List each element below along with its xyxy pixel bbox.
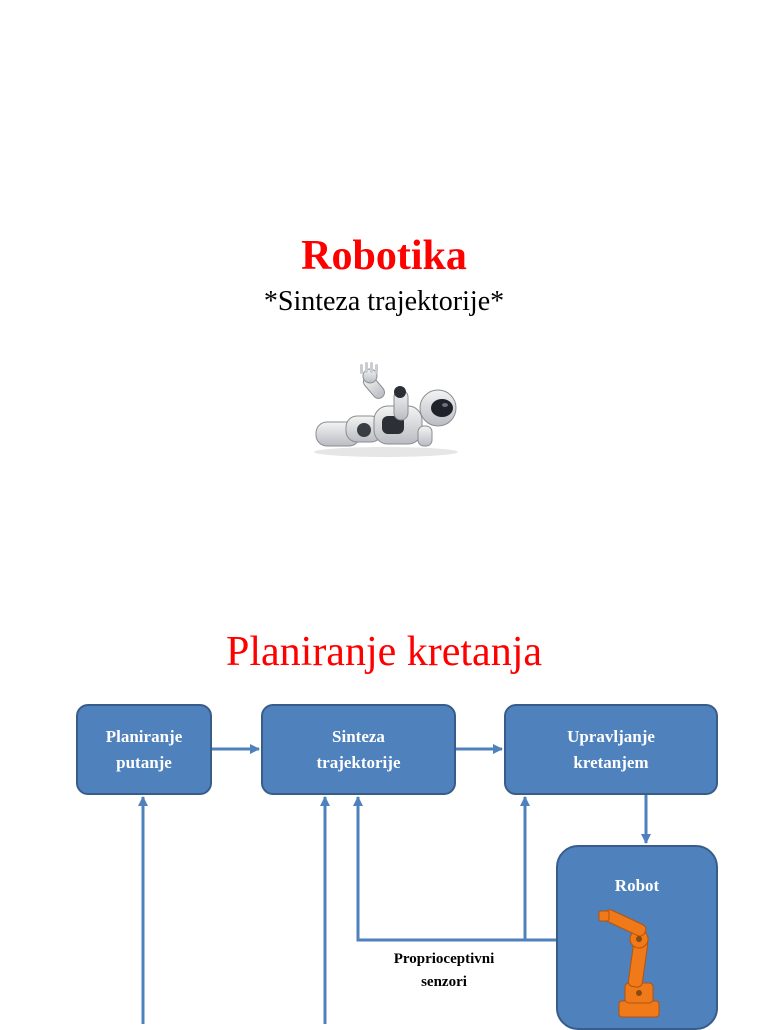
slide-subtitle: *Sinteza trajektorije* [263,286,505,317]
box-label-line: Upravljanje [567,726,655,746]
box-label-line: Robot [614,876,660,895]
proprioceptive-feedback-path [353,796,556,942]
upravljanje-kretanjem-box: Upravljanje kretanjem [504,704,718,795]
slide-title: Robotika [301,233,467,279]
sensor-label-line: Proprioceptivni [393,951,495,967]
industrial-robot-arm-icon [598,909,660,1018]
box-label-line: Planiranje [105,726,183,746]
reclining-robot-illustration [314,362,458,457]
planiranje-putanje-box: Planiranje putanje [76,704,212,795]
box-label-line: kretanjem [573,752,649,772]
proprioceptive-sensors-label: Proprioceptivni senzori [360,948,528,994]
box-label-line: Sinteza [332,726,385,746]
robot-box: Robot [556,845,718,1030]
slide-title-planiranje-kretanja: Planiranje kretanja [225,629,543,675]
box-label-line: trajektorije [316,752,401,772]
sensor-label-line: senzori [421,974,467,990]
box-label-line: putanje [116,752,172,772]
sinteza-trajektorije-box: Sinteza trajektorije [261,704,456,795]
